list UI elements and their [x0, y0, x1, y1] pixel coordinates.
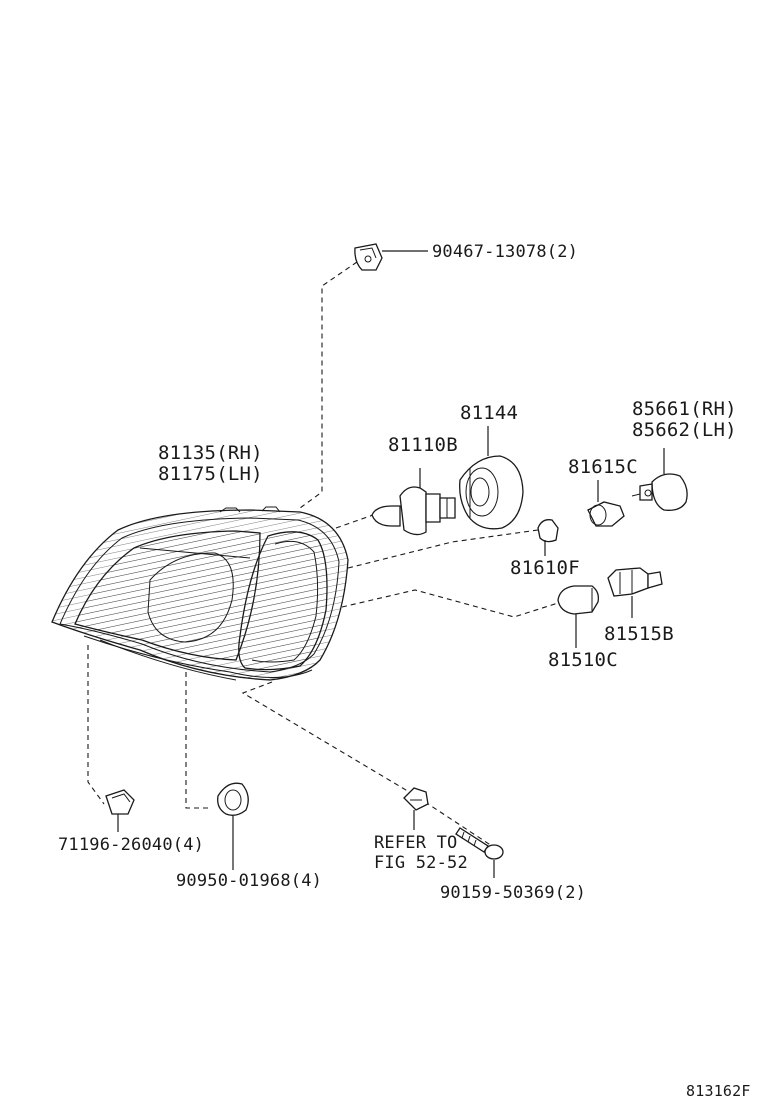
socket-rh-lh-part: [631, 448, 688, 511]
label-refer-line1: REFER TO: [374, 833, 457, 853]
headlamp-assembly: [51, 506, 349, 681]
figure-code: 813162F: [686, 1082, 751, 1100]
main-bulb-part: [371, 468, 456, 536]
label-clip-top: 90467-13078(2): [432, 242, 578, 262]
label-lens-rh: 81135(RH): [158, 442, 263, 464]
dashed-leaders: [87, 261, 559, 847]
part-labels: 90467-13078(2) 81135(RH) 81175(LH) 81110…: [58, 242, 751, 1100]
label-refer-line2: FIG 52-52: [374, 853, 468, 873]
clip-bottom-part: [105, 789, 135, 832]
label-lens-lh: 81175(LH): [158, 463, 263, 485]
rear-cover-part: [459, 426, 524, 530]
wedge-bulb-part: [537, 519, 559, 556]
refer-clip-part: [403, 787, 429, 830]
label-cover: 81144: [460, 402, 518, 424]
screw-part: [455, 827, 504, 878]
label-clip-bottom: 71196-26040(4): [58, 835, 204, 855]
clip-top-part: [354, 243, 428, 271]
turn-socket-part: [607, 567, 663, 618]
label-socket-turn: 81515B: [604, 623, 674, 645]
label-bulb-turn: 81510C: [548, 649, 618, 671]
socket-small-part: [587, 480, 625, 527]
label-screw: 90159-50369(2): [440, 883, 586, 903]
label-bulb-main: 81110B: [388, 434, 458, 456]
label-socket-small: 81615C: [568, 456, 638, 478]
label-socket-rh: 85661(RH): [632, 398, 737, 420]
label-bulb-wedge: 81610F: [510, 557, 580, 579]
turn-bulb-part: [557, 585, 600, 648]
grommet-part: [217, 782, 249, 870]
label-grommet: 90950-01968(4): [176, 871, 322, 891]
label-socket-lh: 85662(LH): [632, 419, 737, 441]
